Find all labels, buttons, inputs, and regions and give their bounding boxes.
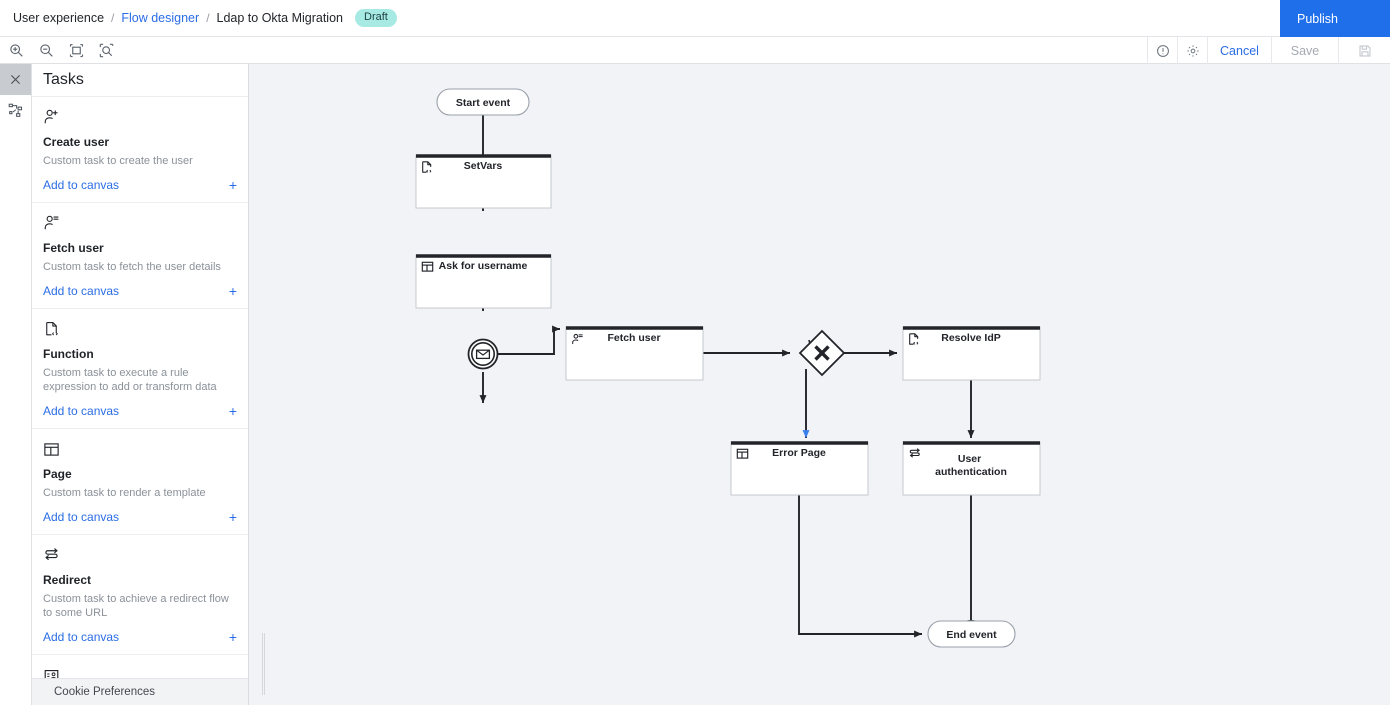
node-label: Start event [456, 97, 511, 109]
breadcrumb-current-page: Ldap to Okta Migration [216, 11, 343, 25]
cancel-button[interactable]: Cancel [1207, 37, 1271, 64]
envelope-icon [475, 349, 491, 360]
left-rail [0, 64, 32, 705]
page-layout-icon [421, 261, 434, 272]
status-badge: Draft [355, 9, 397, 27]
diagram-edges [479, 115, 975, 638]
user-list-icon [572, 333, 583, 345]
node-resolve-idp[interactable]: Resolve IdP [902, 326, 1041, 381]
user-list-icon [43, 213, 237, 233]
node-setvars[interactable]: SetVars [415, 154, 552, 209]
task-description: Custom task to create the user [43, 155, 193, 167]
save-disk-icon[interactable] [1338, 37, 1390, 64]
zoom-in-icon[interactable] [6, 41, 26, 61]
save-button[interactable]: Save [1271, 37, 1338, 64]
node-exclusive-gateway[interactable] [798, 329, 846, 377]
zoom-to-selection-icon[interactable] [96, 41, 116, 61]
page-layout-icon [43, 439, 237, 459]
task-title: Create user [43, 135, 110, 149]
top-breadcrumb-bar: User experience / Flow designer / Ldap t… [0, 0, 1390, 37]
panel-title: Tasks [32, 64, 248, 97]
breadcrumb-separator-2: / [206, 11, 210, 25]
task-description: Custom task to achieve a redirect flow t… [43, 593, 229, 619]
add-to-canvas-button[interactable]: Add to canvas + [43, 284, 237, 308]
node-end-event[interactable]: End event [927, 620, 1016, 648]
script-file-icon [909, 333, 919, 345]
task-title: Fetch user [43, 241, 104, 255]
add-to-canvas-label: Add to canvas [43, 630, 120, 644]
node-label: Fetch user [607, 332, 660, 344]
x-gateway-icon [814, 345, 830, 361]
edge-msgevent-to-fetch[interactable] [498, 325, 561, 355]
publish-button[interactable]: Publish [1280, 0, 1390, 37]
plus-icon: + [228, 403, 237, 419]
breadcrumb-separator-1: / [111, 11, 115, 25]
task-card-page[interactable]: Page Custom task to render a template Ad… [32, 429, 248, 535]
node-label: End event [946, 629, 997, 641]
node-error-page[interactable]: Error Page [730, 441, 869, 496]
script-file-icon [43, 319, 237, 339]
tasks-panel: Tasks Create user Custom task to create … [32, 64, 249, 705]
bpmn-watermark-bars [262, 633, 266, 695]
node-ask-for-username[interactable]: Ask for username [415, 254, 552, 309]
node-label: Ask for username [439, 260, 528, 272]
task-description: Custom task to execute a rule expression… [43, 367, 217, 393]
task-card-fetch-user[interactable]: Fetch user Custom task to fetch the user… [32, 203, 248, 309]
page-layout-icon [736, 448, 749, 459]
add-to-canvas-label: Add to canvas [43, 404, 120, 418]
close-icon[interactable] [0, 64, 31, 95]
node-label: Error Page [772, 447, 826, 459]
redirect-arrows-icon [909, 448, 920, 458]
fit-viewport-icon[interactable] [66, 41, 86, 61]
node-label: Resolve IdP [941, 332, 1001, 344]
add-to-canvas-button[interactable]: Add to canvas + [43, 178, 237, 202]
add-to-canvas-label: Add to canvas [43, 178, 120, 192]
bpmn-canvas[interactable]: BPMN.IO [249, 64, 1390, 705]
add-to-canvas-button[interactable]: Add to canvas + [43, 510, 237, 534]
task-description: Custom task to fetch the user details [43, 261, 221, 273]
diagram-icon[interactable] [0, 95, 31, 126]
canvas-toolbar: Cancel Save [0, 37, 1390, 64]
breadcrumb-flow-designer-link[interactable]: Flow designer [121, 11, 200, 25]
zoom-out-icon[interactable] [36, 41, 56, 61]
task-card-function[interactable]: Function Custom task to execute a rule e… [32, 309, 248, 429]
cookie-preferences-button[interactable]: Cookie Preferences [32, 678, 248, 705]
zoom-controls [6, 37, 116, 64]
plus-icon: + [228, 177, 237, 193]
task-description: Custom task to render a template [43, 487, 206, 499]
node-message-catch-event[interactable] [467, 338, 499, 370]
node-label-line1: User authentication [935, 453, 1007, 478]
task-card-redirect[interactable]: Redirect Custom task to achieve a redire… [32, 535, 248, 655]
node-fetch-user[interactable]: Fetch user [565, 326, 704, 381]
add-to-canvas-button[interactable]: Add to canvas + [43, 404, 237, 428]
diagram-svg[interactable]: Start event SetVars Ask for usernam [249, 64, 1390, 705]
tasks-list[interactable]: Create user Custom task to create the us… [32, 97, 248, 683]
edge-errpage-to-end[interactable] [798, 495, 923, 638]
task-card-create-user[interactable]: Create user Custom task to create the us… [32, 97, 248, 203]
node-user-authentication[interactable]: User authentication [902, 441, 1041, 496]
task-title: Page [43, 467, 72, 481]
add-to-canvas-button[interactable]: Add to canvas + [43, 630, 237, 654]
script-file-icon [422, 161, 432, 173]
toolbar-actions: Cancel Save [1147, 37, 1390, 64]
add-to-canvas-label: Add to canvas [43, 510, 120, 524]
node-label: SetVars [464, 160, 503, 172]
plus-icon: + [228, 509, 237, 525]
add-to-canvas-label: Add to canvas [43, 284, 120, 298]
info-icon[interactable] [1147, 37, 1177, 64]
breadcrumb: User experience / Flow designer / Ldap t… [0, 9, 397, 27]
task-title: Function [43, 347, 94, 361]
plus-icon: + [228, 283, 237, 299]
plus-icon: + [228, 629, 237, 645]
gear-icon[interactable] [1177, 37, 1207, 64]
redirect-arrows-icon [43, 545, 237, 565]
user-add-icon [43, 107, 237, 127]
breadcrumb-root[interactable]: User experience [13, 11, 105, 25]
task-title: Redirect [43, 573, 92, 587]
node-start-event[interactable]: Start event [436, 88, 530, 116]
